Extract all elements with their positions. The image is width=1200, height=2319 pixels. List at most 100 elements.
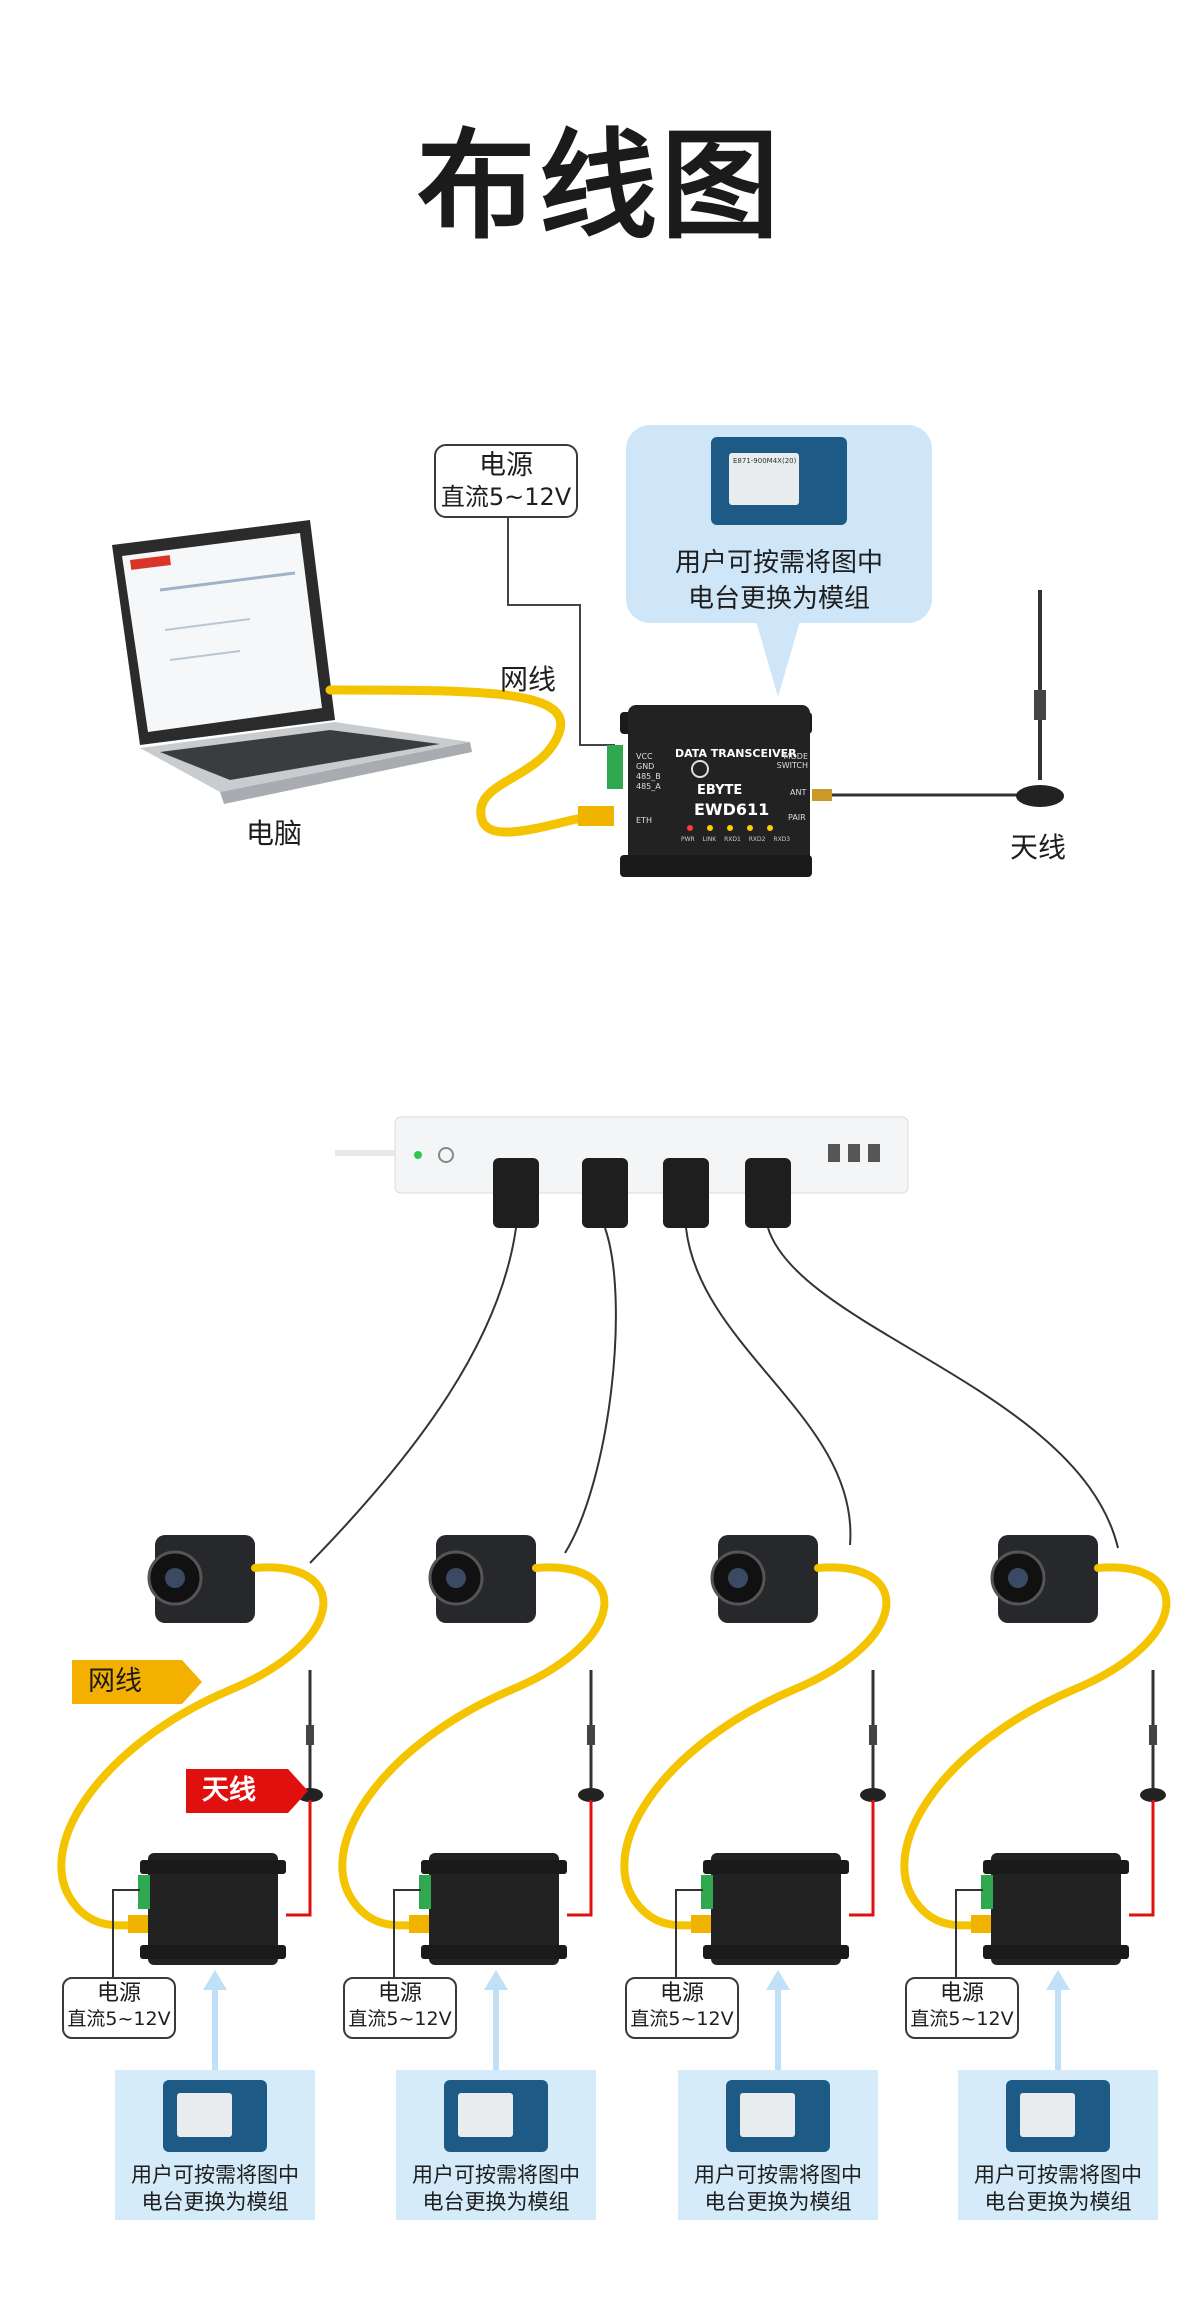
up-arrow-head bbox=[203, 1970, 227, 1990]
radio-device-flange bbox=[140, 1945, 286, 1959]
module-chip-icon bbox=[740, 2093, 795, 2137]
radio-device-flange bbox=[983, 1945, 1129, 1959]
module-chip-icon bbox=[458, 2093, 513, 2137]
power-label-box: 电源直流5~12V bbox=[625, 1977, 739, 2039]
module-panel: 用户可按需将图中电台更换为模组 bbox=[115, 2070, 315, 2220]
panel-line2: 电台更换为模组 bbox=[704, 2190, 852, 2214]
camera-lens-glass bbox=[728, 1568, 748, 1588]
antenna-coil bbox=[1149, 1725, 1157, 1745]
module-board-icon bbox=[1006, 2080, 1110, 2152]
led-rxd2: RXD2 bbox=[748, 836, 766, 843]
antenna-base bbox=[1140, 1788, 1166, 1802]
antenna-coil bbox=[306, 1725, 314, 1745]
radio-device-flange bbox=[140, 1860, 286, 1874]
module-panel-text: 用户可按需将图中电台更换为模组 bbox=[678, 2162, 878, 2216]
module-panel-text: 用户可按需将图中电台更换为模组 bbox=[115, 2162, 315, 2216]
power-label-title: 电源 bbox=[96, 1981, 141, 2006]
panel-line2: 电台更换为模组 bbox=[422, 2190, 570, 2214]
device-brand: EBYTE bbox=[697, 783, 743, 798]
power-label-box: 电源直流5~12V bbox=[343, 1977, 457, 2039]
up-arrow-head bbox=[766, 1970, 790, 1990]
camera-lens-glass bbox=[165, 1568, 185, 1588]
module-callout: E871-900M4X(20) 用户可按需将图中 电台更换为模组 bbox=[626, 425, 932, 697]
panel-line1: 用户可按需将图中 bbox=[694, 2163, 862, 2187]
antenna-coil bbox=[869, 1725, 877, 1745]
cable-tag: 网线 bbox=[72, 1660, 202, 1704]
up-arrow-head bbox=[1046, 1970, 1070, 1990]
module-panel: 用户可按需将图中电台更换为模组 bbox=[678, 2070, 878, 2220]
power-line bbox=[955, 1889, 983, 1977]
module-board-icon bbox=[726, 2080, 830, 2152]
network-cable bbox=[57, 1563, 328, 1930]
antenna-cable bbox=[849, 1800, 875, 1917]
antenna-coil bbox=[587, 1725, 595, 1745]
terminal-block-icon bbox=[419, 1875, 431, 1909]
module-board-icon bbox=[163, 2080, 267, 2152]
device-pins: VCC GND 485_B 485_A bbox=[636, 752, 661, 792]
radio-device bbox=[991, 1853, 1121, 1965]
radio-device-flange bbox=[421, 1860, 567, 1874]
device-mode: MODE SWITCH bbox=[776, 752, 808, 770]
camera-lens-glass bbox=[446, 1568, 466, 1588]
network-cable bbox=[325, 685, 610, 837]
power-line bbox=[112, 1889, 140, 1977]
module-panel-text: 用户可按需将图中电台更换为模组 bbox=[958, 2162, 1158, 2216]
radio-device bbox=[711, 1853, 841, 1965]
antenna-tag: 天线 bbox=[186, 1769, 308, 1813]
network-cable bbox=[900, 1563, 1171, 1930]
device-pair: PAIR bbox=[788, 813, 806, 822]
power-label-title: 电源 bbox=[377, 1981, 422, 2006]
led-rxd3: RXD3 bbox=[773, 836, 791, 843]
module-panel-text: 用户可按需将图中电台更换为模组 bbox=[396, 2162, 596, 2216]
callout-tail bbox=[756, 621, 800, 697]
radio-device-flange bbox=[983, 1860, 1129, 1874]
power-line bbox=[393, 1889, 421, 1977]
antenna-icon bbox=[1016, 590, 1064, 807]
power-line bbox=[507, 510, 615, 746]
device-leds: PWR LINK RXD1 RXD2 RXD3 bbox=[681, 836, 790, 843]
power-label-box: 电源直流5~12V bbox=[62, 1977, 176, 2039]
antenna-base bbox=[860, 1788, 886, 1802]
power-label-title: 电源 bbox=[939, 1981, 984, 2006]
radio-device-flange bbox=[703, 1945, 849, 1959]
callout-line1: 用户可按需将图中 bbox=[674, 548, 883, 578]
module-chip-icon bbox=[1020, 2093, 1075, 2137]
module-board-icon: E871-900M4X(20) bbox=[711, 437, 847, 525]
antenna-base bbox=[578, 1788, 604, 1802]
radio-device-top bbox=[607, 705, 832, 877]
network-cable bbox=[620, 1563, 891, 1930]
terminal-block-icon bbox=[138, 1875, 150, 1909]
network-cable bbox=[338, 1563, 609, 1930]
adapter-cables bbox=[309, 1227, 1119, 1564]
panel-line1: 用户可按需将图中 bbox=[412, 2163, 580, 2187]
panel-line1: 用户可按需将图中 bbox=[131, 2163, 299, 2187]
radio-device bbox=[148, 1853, 278, 1965]
cable-label: 网线 bbox=[500, 663, 557, 696]
led-rxd1: RXD1 bbox=[724, 836, 741, 843]
power-label-spec: 直流5~12V bbox=[67, 2008, 171, 2030]
antenna-cable bbox=[1129, 1800, 1155, 1917]
module-chip-icon bbox=[729, 453, 799, 505]
device-header: DATA TRANSCEIVER bbox=[675, 747, 797, 760]
device-model: EWD611 bbox=[694, 800, 770, 819]
laptop-icon bbox=[112, 520, 472, 804]
up-arrow-head bbox=[484, 1970, 508, 1990]
power-label-spec: 直流5~12V bbox=[348, 2008, 452, 2030]
terminal-block-icon bbox=[701, 1875, 713, 1909]
module-panel: 用户可按需将图中电台更换为模组 bbox=[958, 2070, 1158, 2220]
panel-line2: 电台更换为模组 bbox=[984, 2190, 1132, 2214]
computer-label: 电脑 bbox=[246, 817, 303, 850]
pin-485a: 485_A bbox=[636, 782, 661, 791]
radio-device-flange bbox=[703, 1860, 849, 1874]
led-pwr: PWR bbox=[681, 836, 695, 843]
terminal-block-icon bbox=[981, 1875, 993, 1909]
module-chip-icon bbox=[177, 2093, 232, 2137]
led-link: LINK bbox=[702, 836, 717, 843]
module-panel: 用户可按需将图中电台更换为模组 bbox=[396, 2070, 596, 2220]
panel-line1: 用户可按需将图中 bbox=[974, 2163, 1142, 2187]
power-label-spec: 直流5~12V bbox=[440, 483, 572, 511]
antenna-cable bbox=[567, 1800, 593, 1917]
module-board-icon bbox=[444, 2080, 548, 2152]
